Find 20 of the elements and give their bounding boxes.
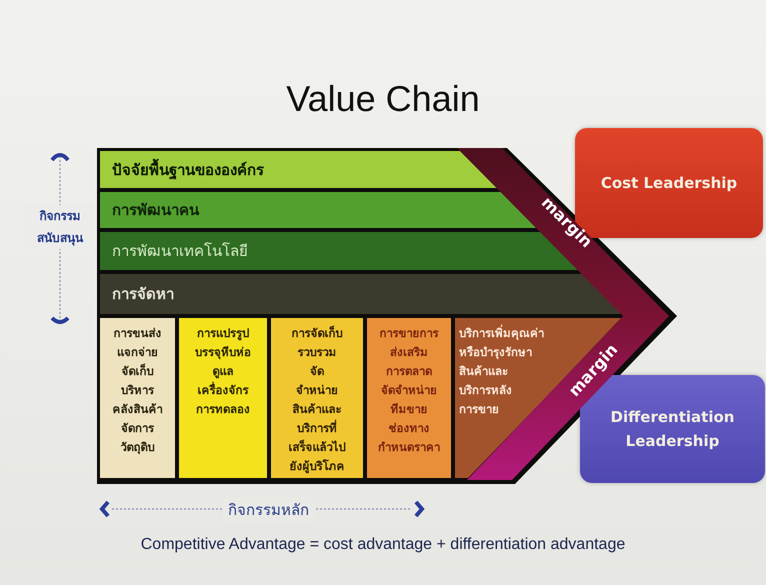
primary-activity-column	[179, 318, 267, 478]
support-activity-band	[100, 274, 623, 314]
support-activity-band	[100, 192, 537, 228]
band-label: ปัจจัยพื้นฐานขององค์กร	[112, 158, 264, 182]
activity-list: การจัดเก็บ รวบรวม จัด จำหน่าย สินค้าและ บริการที่ เสร็จแล้วไป ยังผู้บริโภค	[288, 324, 346, 476]
formula-text: Competitive Advantage = cost advantage + differentiation advantage	[140, 536, 626, 554]
band-label: การพัฒนาเทคโนโลยี	[112, 241, 248, 262]
activity-list: การขายการ ส่งเสริม การตลาด จัดจำหน่าย ทีมขาย ช่องทาง กำหนดราคา	[378, 324, 440, 457]
band-label: การจัดหา	[112, 284, 174, 305]
support-activity-band	[100, 151, 497, 188]
strategy-label: Differentiation Leadership	[610, 407, 736, 452]
title: Value Chain	[285, 78, 481, 120]
primary-activity-column	[367, 318, 451, 478]
activity-list: การขนส่ง แจกจ่าย จัดเก็บ บริหาร คลังสินค้า จัดการ วัตถุดิบ	[112, 324, 162, 457]
strategy-label: Cost Leadership	[600, 173, 738, 194]
primary-activity-column	[271, 318, 363, 478]
band-label: การพัฒนาคน	[112, 200, 199, 221]
activity-list: บริการเพิ่มคุณค่า หรือบำรุงรักษา สินค้าและ บริการหลัง การขาย	[459, 324, 544, 419]
activity-list: การแปรรูป บรรจุหีบห่อ ดูแล เครื่องจักร การทดลอง	[195, 324, 251, 419]
primary-activity-column	[100, 318, 175, 478]
